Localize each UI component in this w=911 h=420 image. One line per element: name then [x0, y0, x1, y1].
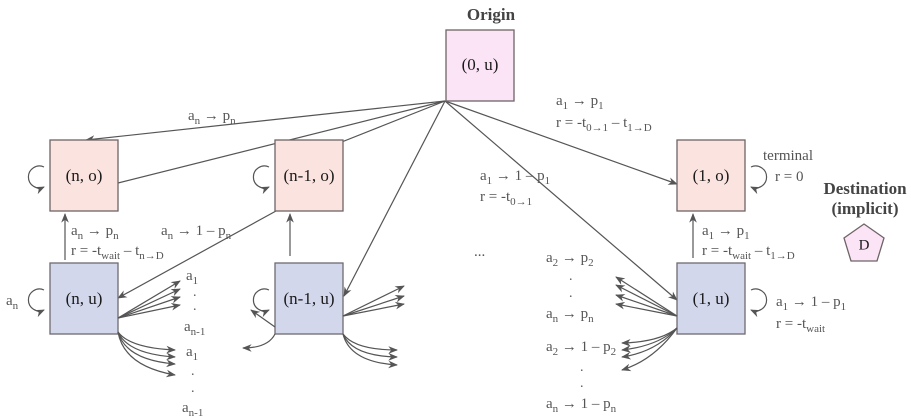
- svg-text:a2 → p2: a2 → p2: [546, 250, 594, 269]
- label-n1-o-to-n-u: an → 1 – pn: [161, 223, 232, 242]
- origin-title: Origin: [467, 5, 516, 24]
- node-n-u-label: (n, u): [66, 289, 103, 308]
- node-1-u-label: (1, u): [693, 289, 730, 308]
- label-n-u-to-n-o: an → pn r = -twait – tn→D: [71, 223, 164, 262]
- edge-origin-to-n1-u: [343, 100, 446, 297]
- node-1-o[interactable]: (1, o): [676, 139, 746, 212]
- self-loop-1-u: [750, 288, 768, 318]
- n-u-fan-upper: [117, 280, 181, 319]
- edge-origin-to-n-o: [85, 100, 446, 143]
- node-n1-o-label: (n-1, o): [284, 166, 335, 185]
- n1-u-fan-left: [242, 309, 276, 352]
- label-origin-to-1-u: a1 → 1 – p1 r = -t0→1: [480, 168, 550, 208]
- svg-text:r = -twait – tn→D: r = -twait – tn→D: [71, 243, 164, 262]
- node-n1-u-label: (n-1, u): [284, 289, 335, 308]
- svg-text:.: .: [193, 299, 197, 314]
- svg-text:a1: a1: [186, 268, 198, 287]
- node-origin-label: (0, u): [462, 55, 499, 74]
- self-loop-1-o: [750, 165, 768, 195]
- node-n1-o[interactable]: (n-1, o): [274, 139, 344, 212]
- node-n-o-label: (n, o): [66, 166, 103, 185]
- edge-n1-o-to-n-u: [117, 210, 277, 299]
- label-1-u-to-1-o: a1 → p1 r = -twait – t1→D: [702, 223, 795, 262]
- svg-text:a1 → 1 – p1: a1 → 1 – p1: [776, 294, 846, 313]
- label-1-o-self: terminal r = 0: [763, 148, 813, 185]
- node-destination[interactable]: D: [843, 223, 885, 262]
- one-u-fan-upper: [615, 276, 678, 317]
- svg-text:.: .: [569, 269, 573, 284]
- svg-text:r = -twait – t1→D: r = -twait – t1→D: [702, 243, 795, 262]
- edge-origin-to-1-u: [444, 100, 678, 301]
- destination-title: Destination: [823, 179, 907, 198]
- self-loop-n-o: [27, 165, 45, 195]
- svg-text:a1 → p1: a1 → p1: [702, 223, 750, 242]
- label-n-u-self: an: [6, 293, 19, 312]
- node-n-u[interactable]: (n, u): [49, 262, 119, 335]
- destination-subtitle: (implicit): [831, 199, 898, 218]
- svg-text:an → pn: an → pn: [546, 306, 594, 325]
- svg-text:a2 → 1 – p2: a2 → 1 – p2: [546, 339, 616, 358]
- edge-origin-to-1-o: [444, 100, 678, 185]
- node-destination-label: D: [859, 237, 870, 253]
- node-1-u[interactable]: (1, u): [676, 262, 746, 335]
- node-1-o-label: (1, o): [693, 166, 730, 185]
- label-n-u-group1: a1 . . an-1: [184, 268, 205, 338]
- svg-text:a1: a1: [186, 344, 198, 363]
- svg-text:an → pn: an → pn: [71, 223, 119, 242]
- n1-u-fan-upper: [342, 285, 405, 317]
- one-u-fan-lower: [621, 327, 678, 372]
- label-origin-to-1: a1 → p1 r = -t0→1 – t1→D: [556, 93, 652, 134]
- label-1-u-group2: a2 → 1 – p2 . . an → 1 – pn: [546, 339, 617, 415]
- svg-text:terminal: terminal: [763, 148, 813, 164]
- svg-text:an-1: an-1: [184, 319, 205, 338]
- label-1-u-group1: a2 → p2 . . an → pn: [546, 250, 594, 325]
- svg-text:.: .: [580, 360, 584, 375]
- svg-text:r = 0: r = 0: [775, 169, 803, 185]
- svg-text:r = -t0→1: r = -t0→1: [480, 189, 532, 208]
- label-1-u-self: a1 → 1 – p1 r = -twait: [776, 294, 846, 335]
- self-loop-n1-o: [252, 165, 270, 195]
- node-n1-u[interactable]: (n-1, u): [274, 262, 344, 335]
- n1-u-fan-lower: [342, 333, 398, 369]
- self-loop-n1-u: [252, 288, 270, 318]
- svg-text:r = -t0→1 – t1→D: r = -t0→1 – t1→D: [556, 115, 652, 134]
- svg-text:.: .: [191, 381, 195, 396]
- svg-text:.: .: [580, 376, 584, 391]
- n-u-fan-lower: [117, 331, 176, 378]
- svg-text:an → 1 – pn: an → 1 – pn: [546, 396, 617, 415]
- svg-text:.: .: [191, 364, 195, 379]
- svg-text:r = -twait: r = -twait: [776, 316, 825, 335]
- ellipsis: ...: [474, 244, 485, 260]
- node-origin[interactable]: (0, u): [445, 29, 515, 102]
- svg-text:an-1: an-1: [182, 400, 203, 419]
- svg-text:.: .: [569, 286, 573, 301]
- label-n-u-group2: a1 . . an-1: [182, 344, 203, 419]
- svg-text:a1 → p1: a1 → p1: [556, 93, 604, 112]
- self-loop-n-u: [27, 288, 45, 318]
- label-origin-to-n: an → pn: [188, 108, 236, 127]
- svg-text:.: .: [193, 285, 197, 300]
- svg-text:a1 → 1 – p1: a1 → 1 – p1: [480, 168, 550, 187]
- node-n-o[interactable]: (n, o): [49, 139, 119, 212]
